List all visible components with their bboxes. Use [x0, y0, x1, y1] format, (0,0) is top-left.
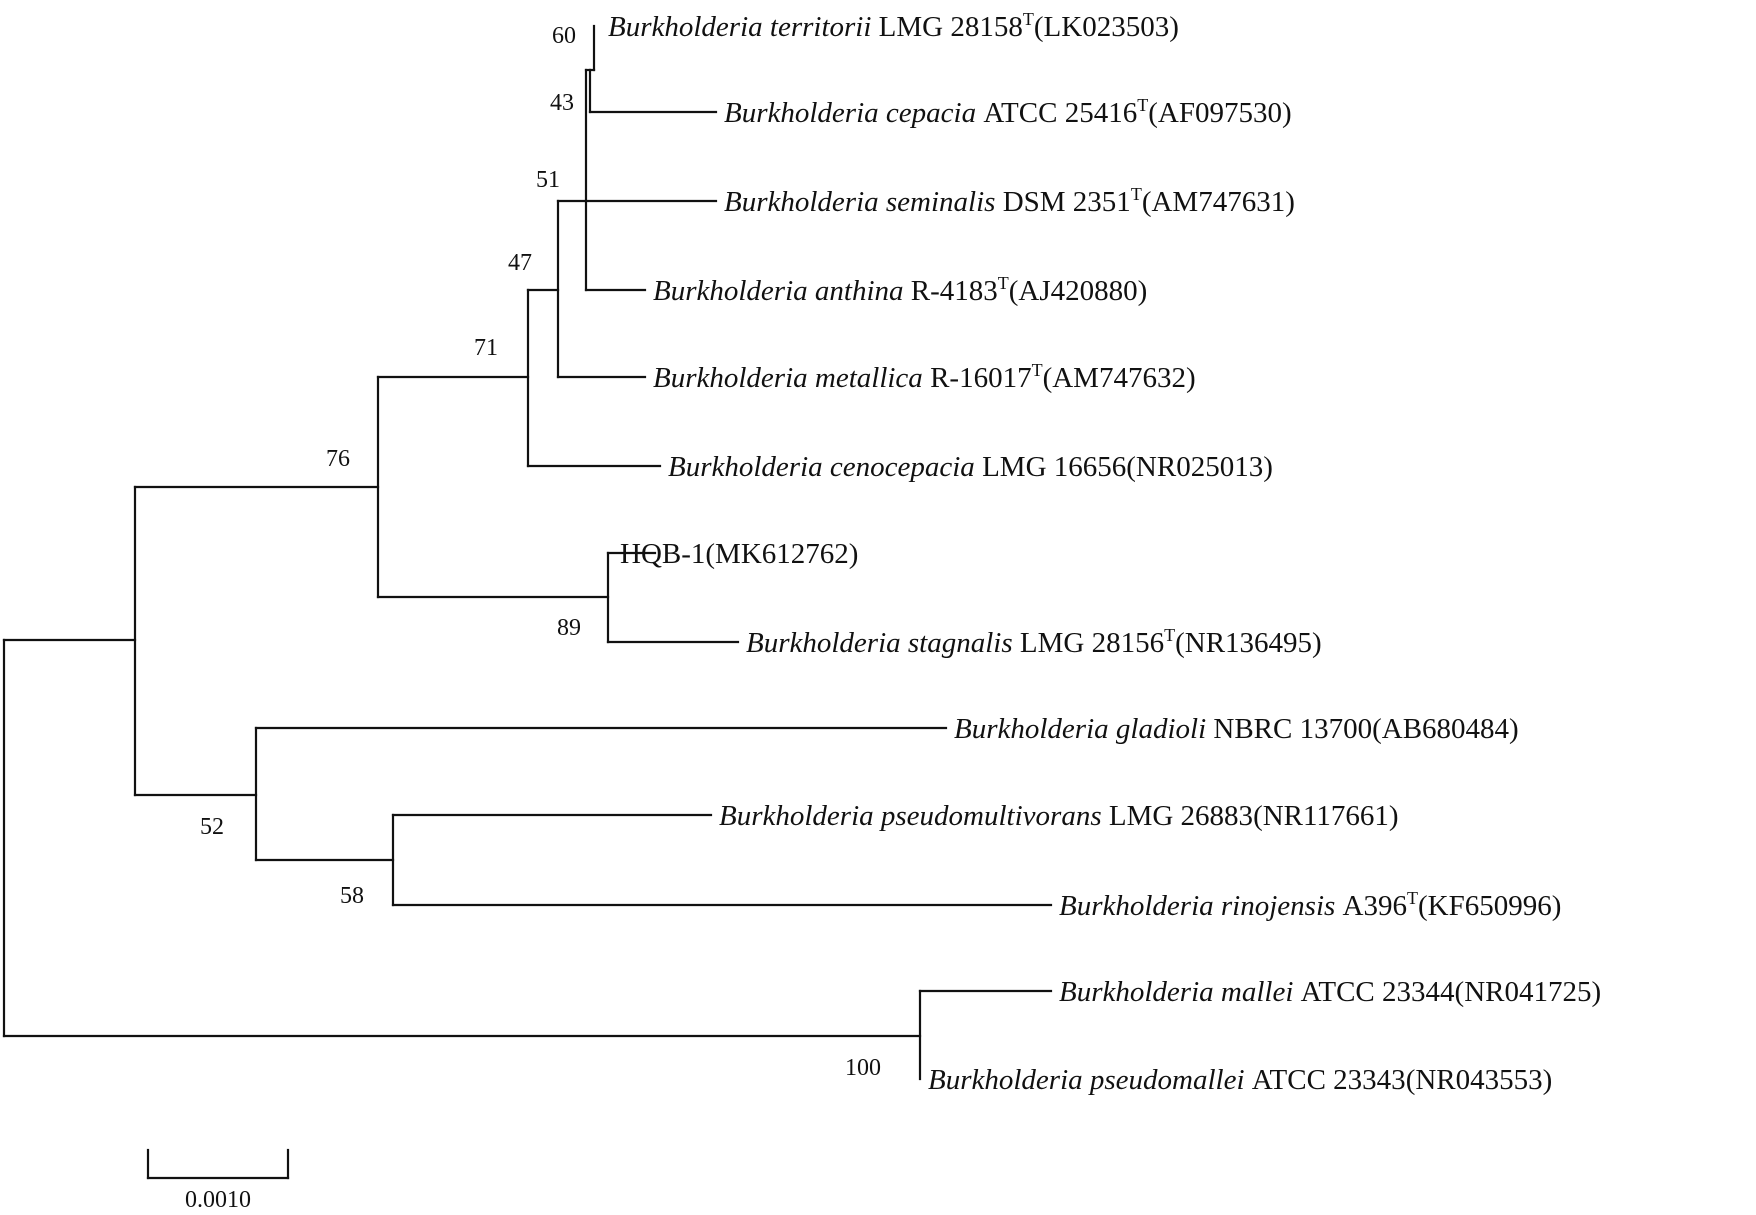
- bootstrap-89: 89: [557, 615, 581, 641]
- taxon-binomial: Burkholderia pseudomultivorans: [719, 800, 1109, 832]
- taxon-strain: DSM 2351: [1003, 186, 1131, 218]
- taxon-accession: (KF650996): [1418, 890, 1561, 922]
- type-strain-mark: T: [998, 273, 1009, 293]
- taxon-accession: (LK023503): [1034, 11, 1179, 43]
- type-strain-mark: T: [1023, 9, 1034, 29]
- taxon-accession: (AM747632): [1043, 362, 1196, 394]
- type-strain-mark: T: [1407, 888, 1418, 908]
- taxon-strain: NBRC 13700: [1213, 713, 1372, 745]
- taxon-label-pseudomallei: Burkholderia pseudomallei ATCC 23343(NR0…: [928, 1064, 1552, 1096]
- taxon-strain: R-4183: [911, 275, 998, 307]
- taxon-labels: Burkholderia territorii LMG 28158T(LK023…: [608, 9, 1601, 1096]
- taxon-accession: (NR043553): [1406, 1064, 1553, 1096]
- taxon-binomial: Burkholderia seminalis: [724, 186, 1003, 218]
- bootstrap-71: 71: [474, 335, 498, 361]
- taxon-accession: (NR136495): [1175, 627, 1322, 659]
- type-strain-mark: T: [1164, 625, 1175, 645]
- bootstrap-60: 60: [552, 23, 576, 49]
- taxon-binomial: Burkholderia gladioli: [954, 713, 1213, 745]
- taxon-label-rinojensis: Burkholderia rinojensis A396T(KF650996): [1059, 888, 1561, 922]
- taxon-strain: LMG 28158: [879, 11, 1023, 43]
- taxon-accession: (AM747631): [1142, 186, 1295, 218]
- bootstrap-58: 58: [340, 883, 364, 909]
- taxon-strain: LMG 26883: [1109, 800, 1253, 832]
- bootstrap-100: 100: [845, 1055, 881, 1081]
- taxon-accession: (NR041725): [1455, 976, 1602, 1008]
- type-strain-mark: T: [1032, 360, 1043, 380]
- taxon-binomial: Burkholderia territorii: [608, 11, 879, 43]
- taxon-label-pseudomultivorans: Burkholderia pseudomultivorans LMG 26883…: [719, 800, 1399, 832]
- taxon-accession: (MK612762): [705, 538, 858, 570]
- taxon-label-cepacia: Burkholderia cepacia ATCC 25416T(AF09753…: [724, 95, 1292, 129]
- taxon-label-metallica: Burkholderia metallica R-16017T(AM747632…: [653, 360, 1196, 394]
- taxon-accession: (AB680484): [1372, 713, 1519, 745]
- tree-branches: [2, 24, 1053, 1081]
- bootstrap-43: 43: [550, 90, 574, 116]
- taxon-strain: ATCC 23344: [1301, 976, 1455, 1008]
- type-strain-mark: T: [1131, 184, 1142, 204]
- taxon-strain: LMG 28156: [1020, 627, 1164, 659]
- taxon-label-seminalis: Burkholderia seminalis DSM 2351T(AM74763…: [724, 184, 1295, 218]
- taxon-binomial: Burkholderia stagnalis: [746, 627, 1020, 659]
- taxon-accession: (AJ420880): [1009, 275, 1148, 307]
- bootstrap-76: 76: [326, 446, 350, 472]
- taxon-label-stagnalis: Burkholderia stagnalis LMG 28156T(NR1364…: [746, 625, 1322, 659]
- taxon-strain: LMG 16656: [982, 451, 1126, 483]
- taxon-accession: (NR117661): [1253, 800, 1399, 832]
- taxon-strain: HQB-1: [620, 538, 705, 570]
- scale-bar: 0.0010: [146, 1148, 290, 1213]
- scale-bar-label: 0.0010: [185, 1187, 251, 1213]
- taxon-binomial: Burkholderia rinojensis: [1059, 890, 1343, 922]
- taxon-binomial: Burkholderia mallei: [1059, 976, 1301, 1008]
- taxon-strain: ATCC 23343: [1252, 1064, 1406, 1096]
- bootstrap-52: 52: [200, 814, 224, 840]
- taxon-binomial: Burkholderia cenocepacia: [668, 451, 982, 483]
- taxon-strain: ATCC 25416: [983, 97, 1137, 129]
- taxon-binomial: Burkholderia anthina: [653, 275, 911, 307]
- taxon-label-anthina: Burkholderia anthina R-4183T(AJ420880): [653, 273, 1147, 307]
- taxon-accession: (NR025013): [1126, 451, 1273, 483]
- bootstrap-51: 51: [536, 167, 560, 193]
- taxon-accession: (AF097530): [1148, 97, 1291, 129]
- bootstrap-47: 47: [508, 250, 532, 276]
- taxon-label-mallei: Burkholderia mallei ATCC 23344(NR041725): [1059, 976, 1601, 1008]
- taxon-strain: A396: [1343, 890, 1407, 922]
- bootstrap-values: 60 43 51 47 71 76 89 52 58 100: [200, 23, 881, 1081]
- taxon-label-cenocepacia: Burkholderia cenocepacia LMG 16656(NR025…: [668, 451, 1273, 483]
- type-strain-mark: T: [1137, 95, 1148, 115]
- taxon-binomial: Burkholderia cepacia: [724, 97, 983, 129]
- taxon-label-territorii: Burkholderia territorii LMG 28158T(LK023…: [608, 9, 1179, 43]
- taxon-strain: R-16017: [930, 362, 1032, 394]
- taxon-label-hqb1: HQB-1(MK612762): [620, 538, 858, 570]
- taxon-label-gladioli: Burkholderia gladioli NBRC 13700(AB68048…: [954, 713, 1519, 745]
- taxon-binomial: Burkholderia pseudomallei: [928, 1064, 1252, 1096]
- taxon-binomial: Burkholderia metallica: [653, 362, 930, 394]
